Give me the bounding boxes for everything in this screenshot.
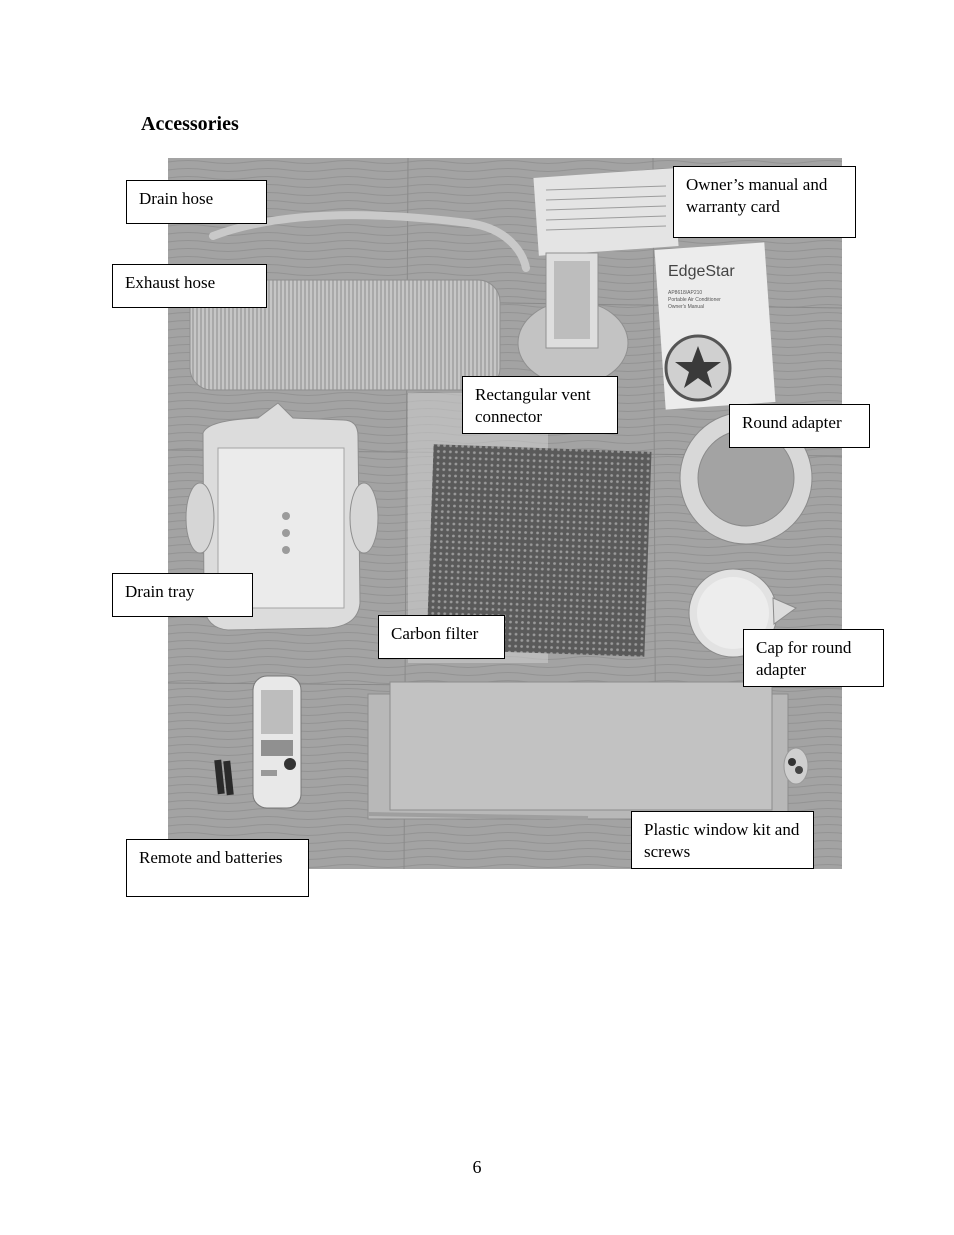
plastic-window-kit	[367, 681, 789, 820]
exhaust-hose	[189, 279, 501, 391]
batteries	[214, 759, 234, 796]
callout-exhaust-hose: Exhaust hose	[112, 264, 267, 308]
callout-round-adapter: Round adapter	[729, 404, 870, 448]
callout-plastic-window-kit: Plastic window kit and screws	[631, 811, 814, 869]
callout-rectangular-vent-connector: Rectangular vent connector	[462, 376, 618, 434]
remote-control	[252, 675, 302, 809]
warranty-card	[533, 168, 679, 256]
callout-drain-hose: Drain hose	[126, 180, 267, 224]
callout-drain-tray: Drain tray	[112, 573, 253, 617]
svg-text:AP8618/AP210: AP8618/AP210	[668, 290, 702, 296]
round-adapter	[679, 411, 813, 545]
callout-remote-and-batteries: Remote and batteries	[126, 839, 309, 897]
screws-bag	[783, 747, 809, 785]
svg-text:Owner's Manual: Owner's Manual	[668, 304, 704, 310]
accessories-photo: EdgeStar AP8618/AP210 Portable Air Condi…	[168, 158, 842, 869]
owners-manual-booklet: EdgeStar AP8618/AP210 Portable Air Condi…	[654, 242, 776, 410]
page-number: 6	[472, 1157, 482, 1177]
callout-owners-manual: Owner’s manual and warranty card	[673, 166, 856, 238]
callout-cap-for-round-adapter: Cap for round adapter	[743, 629, 884, 687]
svg-text:Portable Air Conditioner: Portable Air Conditioner	[668, 297, 721, 303]
edgestar-logo: EdgeStar	[668, 263, 735, 280]
star-icon	[675, 346, 721, 388]
rectangular-vent-connector	[517, 252, 629, 386]
page-heading: Accessories	[141, 113, 239, 135]
drain-hose	[209, 211, 530, 272]
callout-carbon-filter: Carbon filter	[378, 615, 505, 659]
